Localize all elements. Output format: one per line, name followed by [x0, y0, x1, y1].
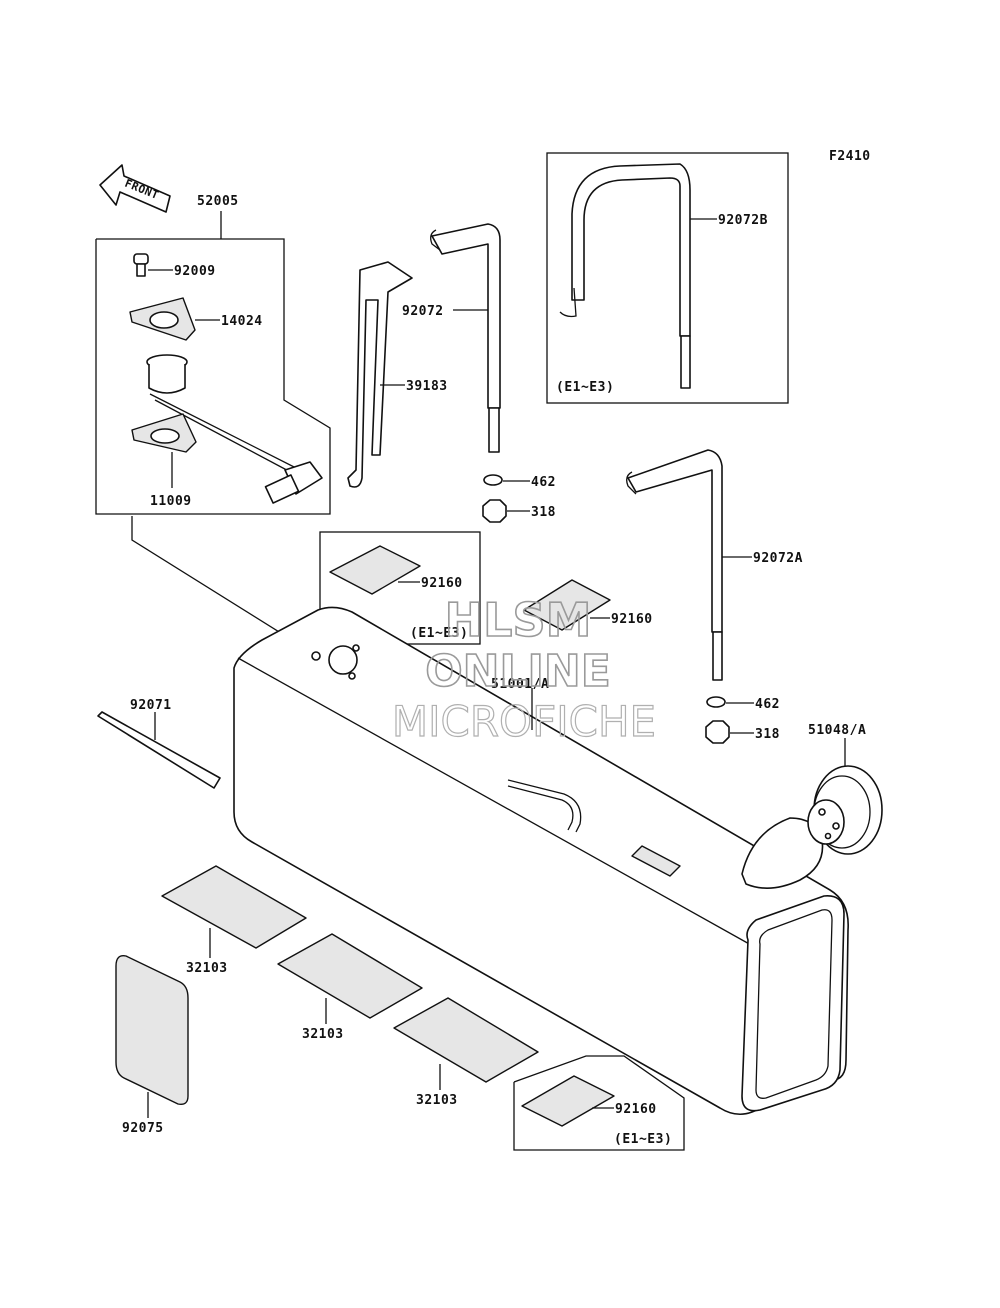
group-note-top: (E1~E3) — [410, 626, 468, 641]
band-92072: 92072 — [402, 223, 501, 453]
group-note-92072b: (E1~E3) — [556, 380, 614, 395]
group-note-bottom: (E1~E3) — [614, 1132, 672, 1147]
label-39183: 39183 — [406, 379, 448, 394]
label-14024: 14024 — [221, 314, 263, 329]
gauge-leader — [131, 516, 317, 656]
label-32103-2: 32103 — [302, 1027, 344, 1042]
front-arrow-icon: FRONT — [99, 164, 171, 213]
strap-92071: 92071 — [97, 698, 221, 789]
label-51048a: 51048/A — [808, 723, 866, 738]
label-92160-bottom: 92160 — [615, 1102, 657, 1117]
label-92075: 92075 — [122, 1121, 164, 1136]
label-52005: 52005 — [197, 194, 239, 209]
label-92071: 92071 — [130, 698, 172, 713]
watermark-line3: MICROFICHE — [392, 697, 656, 746]
label-92160-mid: 92160 — [611, 612, 653, 627]
label-318-bottom: 318 — [755, 727, 780, 742]
fuel-cap-51048a: 51048/A — [807, 723, 883, 855]
pad-92075: 92075 — [115, 955, 189, 1136]
nut-318-top: 318 — [482, 499, 556, 523]
label-92072a: 92072A — [753, 551, 803, 566]
pad-32103-2: 32103 — [277, 933, 423, 1042]
pad-92160-mid: 92160 — [523, 579, 653, 631]
pad-92160-top-group: 92160 (E1~E3) — [319, 531, 481, 645]
fuel-gauge-11009: 11009 — [131, 354, 323, 509]
label-92072: 92072 — [402, 304, 444, 319]
label-92072b: 92072B — [718, 213, 768, 228]
band-92072a: 92072A — [626, 449, 803, 681]
pad-32103-1: 32103 — [161, 865, 307, 976]
assembly-52005-frame: 52005 — [95, 194, 331, 515]
label-32103-1: 32103 — [186, 961, 228, 976]
washer-462-bottom: 462 — [706, 696, 780, 712]
label-318-top: 318 — [531, 505, 556, 520]
figure-code: F2410 — [829, 149, 871, 164]
label-32103-3: 32103 — [416, 1093, 458, 1108]
label-92160-top: 92160 — [421, 576, 463, 591]
label-11009: 11009 — [150, 494, 192, 509]
bolt-92009: 92009 — [133, 253, 216, 279]
nut-318-bottom: 318 — [705, 720, 780, 744]
fuel-tank-51001a: 51001/A — [233, 606, 849, 1116]
label-462-top: 462 — [531, 475, 556, 490]
watermark: HLSM ONLINE MICROFICHE — [391, 592, 656, 746]
plate-14024: 14024 — [129, 297, 263, 341]
washer-462-top: 462 — [483, 474, 556, 490]
label-92009: 92009 — [174, 264, 216, 279]
pad-32103-3: 32103 — [393, 997, 539, 1108]
pad-92160-bottom-group: 92160 (E1~E3) — [513, 1055, 685, 1151]
watermark-line1: HLSM — [445, 593, 592, 647]
band-92072b-group: 92072B (E1~E3) — [546, 152, 789, 404]
stay-39183: 39183 — [347, 261, 448, 488]
watermark-line2: ONLINE — [425, 646, 611, 697]
label-51001a: 51001/A — [491, 677, 549, 692]
label-462-bottom: 462 — [755, 697, 780, 712]
